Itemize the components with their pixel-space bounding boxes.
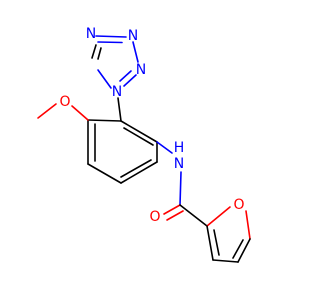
bond-tetrazole-5-double [97,47,102,60]
atom-tetrazole-n1: N [112,84,122,100]
bond-furan-5-double [213,229,220,256]
bond-tetrazole-5 [91,44,97,59]
bond-furan-5 [206,225,214,261]
bond-furan-3 [237,238,251,263]
bond-tetrazole-4 [97,69,112,89]
bond-amide-n-carbonyl-c [179,171,182,206]
bond-n1-aryl [117,97,122,122]
atom-methoxy-o: O [59,94,70,110]
atom-amide-n: N [174,156,184,172]
atom-tetrazole-n-c: N [136,62,146,78]
bond-benzene-3 [120,161,158,184]
bond-benzene-6 [87,119,122,122]
bond-tetrazole-2 [132,41,139,63]
bond-furan-2 [245,210,251,240]
bond-carbonyl-double-a [163,204,181,215]
bond-methoxy-o-ch3 [37,103,57,119]
bond-furan-4 [212,259,239,263]
bond-benzene-1 [120,120,158,143]
bond-tetrazole-3-double [119,70,132,82]
atom-tetrazole-n-b: N [128,28,138,44]
bond-benzene-3-double [120,159,152,178]
bond-benzene-1-double [123,127,154,146]
bond-carbonyl-c-furan [179,204,208,227]
bond-carbonyl-double-b [166,210,184,221]
bond-aryl-methoxy-o [71,105,89,121]
bond-tetrazole-1-double [97,41,123,44]
molecule-structure-diagram: N N N N O N H O O [37,26,251,263]
atom-tetrazole-n-a: N [86,26,96,42]
bond-furan-1 [206,206,231,227]
atom-amide-h: H [174,140,185,156]
atom-furan-o: O [233,197,244,213]
bond-aryl-amide-n [156,141,173,154]
bonds [37,35,251,263]
atom-carbonyl-o: O [149,209,160,225]
bond-furan-3-double [232,239,244,259]
bond-tetrazole-1 [95,35,127,38]
bond-benzene-4 [87,163,122,184]
atoms: N N N N O N H O O [59,26,244,225]
bond-tetrazole-3 [123,74,137,87]
